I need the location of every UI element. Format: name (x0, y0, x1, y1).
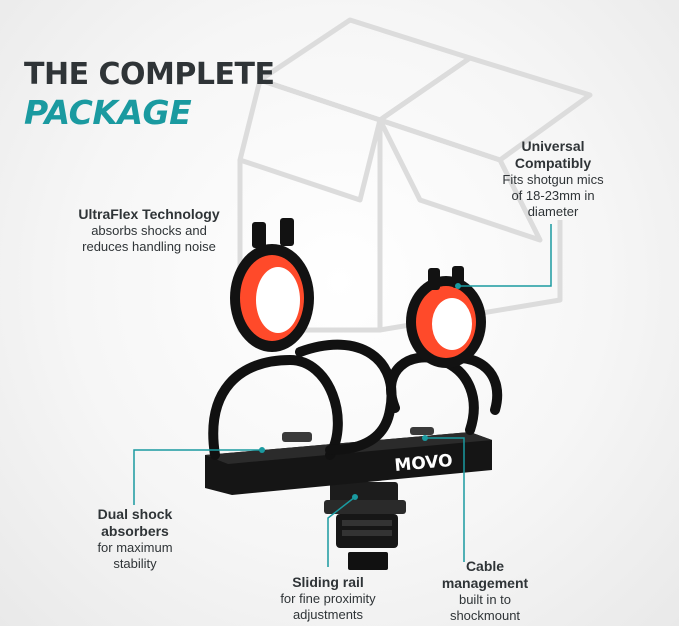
shoe-mount (330, 482, 398, 504)
large-mic-ring (230, 218, 314, 352)
headline: THE COMPLETE PACKAGE (24, 57, 275, 134)
callout-sliding-rail: Sliding rail for fine proximity adjustme… (280, 574, 376, 622)
callout-universal: Universal Compatibly Fits shotgun mics o… (502, 138, 604, 219)
callout-dual-shock: Dual shock absorbers for maximum stabili… (97, 506, 173, 571)
callout-ultraflex: UltraFlex Technology absorbs shocks and … (78, 206, 220, 254)
small-mic-ring (406, 266, 486, 368)
headline-line-2: PACKAGE (24, 93, 192, 132)
callout-cable-management: Cable management built in to shockmount (441, 558, 529, 623)
headline-line-1: THE COMPLETE (24, 57, 275, 92)
rail-body (205, 432, 492, 495)
